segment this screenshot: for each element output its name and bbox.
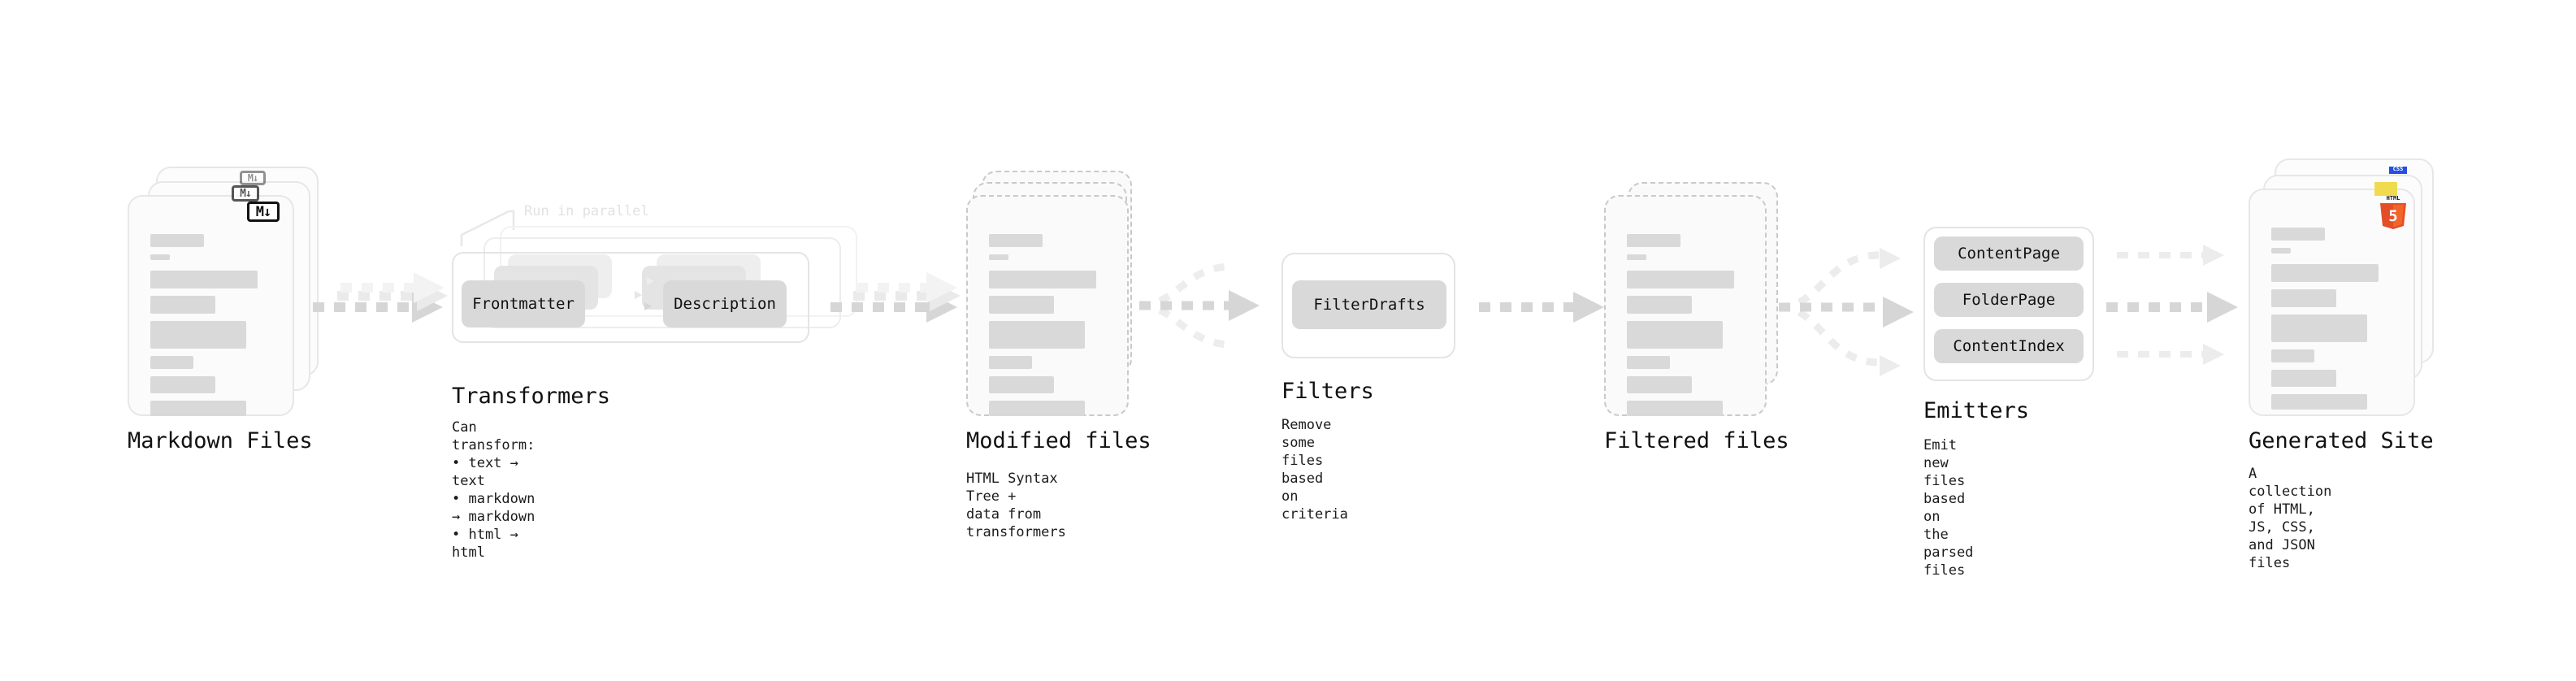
filtered-card-lines bbox=[1627, 234, 1744, 423]
pill-contentpage[interactable]: ContentPage bbox=[1934, 236, 2084, 271]
markdown-card-lines bbox=[150, 234, 271, 423]
subtitle-filters: Remove some files based on criteria bbox=[1281, 417, 1348, 523]
markdown-card-front bbox=[128, 195, 294, 416]
svg-text:5: 5 bbox=[2388, 207, 2397, 225]
label-modified-files: Modified files bbox=[966, 428, 1151, 453]
transformer-inner-arrow-front bbox=[609, 302, 652, 310]
label-filtered-files: Filtered files bbox=[1604, 428, 1789, 453]
label-emitters: Emitters bbox=[1923, 398, 2030, 423]
arrow-fanout-path bbox=[1778, 251, 1883, 367]
js-icon bbox=[2374, 182, 2397, 196]
filtered-card-front bbox=[1604, 195, 1767, 416]
pill-contentpage-label: ContentPage bbox=[1958, 245, 2060, 262]
svg-text:HTML: HTML bbox=[2387, 195, 2400, 202]
pill-filterdrafts[interactable]: FilterDrafts bbox=[1292, 280, 1446, 329]
markdown-icon-mid: M↓ bbox=[232, 185, 259, 202]
transformer-inner-arrow-back bbox=[614, 277, 654, 285]
html5-icon: HTML 5 bbox=[2380, 195, 2406, 229]
subtitle-emitters: Emit new files based on the parsed files bbox=[1923, 437, 1974, 579]
pill-contentindex[interactable]: ContentIndex bbox=[1934, 329, 2084, 363]
modified-card-lines bbox=[989, 234, 1106, 423]
css-icon: CSS bbox=[2389, 167, 2407, 174]
pill-folderpage-label: FolderPage bbox=[1962, 291, 2056, 309]
css-icon-label: CSS bbox=[2392, 166, 2404, 172]
label-generated-site: Generated Site bbox=[2249, 428, 2434, 453]
pill-frontmatter-label: Frontmatter bbox=[472, 295, 575, 313]
markdown-icon-front: M↓ bbox=[247, 202, 280, 222]
subtitle-generated-site: A collection of HTML, JS, CSS, and JSON … bbox=[2249, 466, 2332, 571]
pill-filterdrafts-label: FilterDrafts bbox=[1313, 296, 1425, 314]
label-filters: Filters bbox=[1281, 379, 1374, 404]
pill-description-label: Description bbox=[674, 295, 776, 313]
label-transformers: Transformers bbox=[452, 384, 611, 409]
subtitle-transformers: Can transform: • text → text • markdown … bbox=[452, 419, 536, 561]
label-markdown-files: Markdown Files bbox=[128, 428, 313, 453]
subtitle-modified-files: HTML Syntax Tree + data from transformer… bbox=[966, 471, 1066, 540]
pill-contentindex-label: ContentIndex bbox=[1953, 337, 2065, 355]
site-card-lines bbox=[2271, 228, 2392, 417]
markdown-icon-back: M↓ bbox=[240, 171, 266, 185]
modified-card-front bbox=[966, 195, 1129, 416]
pill-description[interactable]: Description bbox=[663, 280, 787, 327]
label-run-in-parallel: Run in parallel bbox=[524, 203, 649, 219]
transformer-panel-front bbox=[452, 252, 809, 343]
run-in-parallel-bracket bbox=[460, 210, 515, 246]
pill-folderpage[interactable]: FolderPage bbox=[1934, 283, 2084, 317]
pill-frontmatter[interactable]: Frontmatter bbox=[462, 280, 585, 327]
arrow-converge-path bbox=[1138, 262, 1235, 349]
transformer-inner-arrow-mid bbox=[602, 291, 642, 299]
